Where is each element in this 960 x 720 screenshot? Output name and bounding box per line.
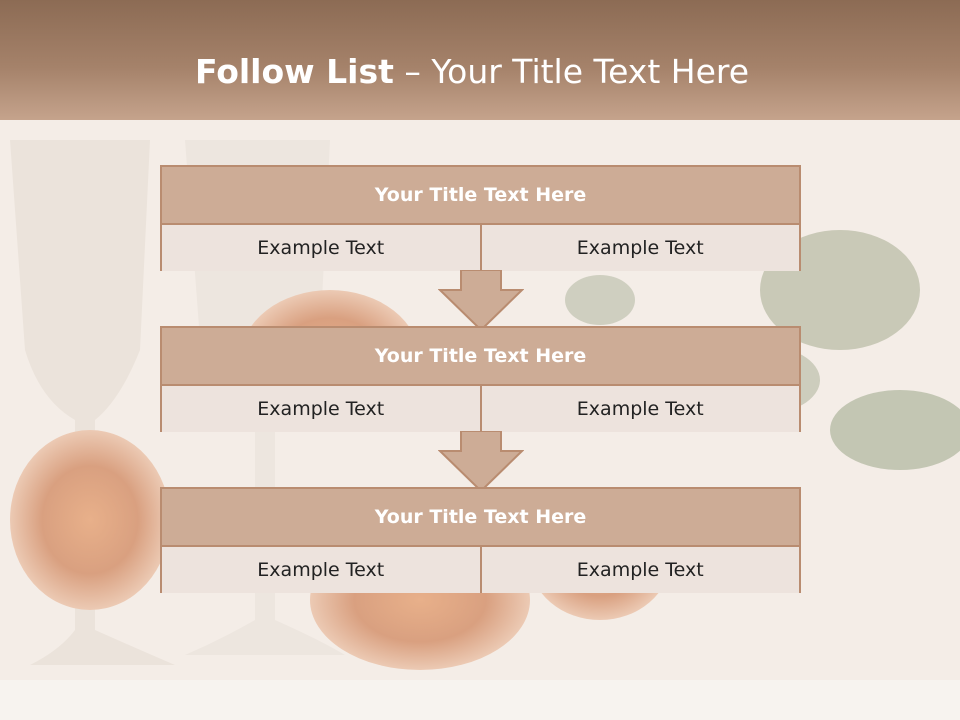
leaf	[565, 275, 635, 325]
list-block-3: Your Title Text Here Example Text Exampl…	[160, 487, 801, 593]
block-row: Example Text Example Text	[162, 547, 799, 593]
rose	[10, 430, 170, 610]
block-title: Your Title Text Here	[162, 489, 799, 547]
slide-title-rest: – Your Title Text Here	[393, 52, 750, 91]
down-arrow-icon	[438, 270, 524, 332]
leaf	[830, 390, 960, 470]
slide-title-bold: Follow List	[194, 52, 394, 91]
slide-title: Follow List – Your Title Text Here	[0, 52, 944, 91]
block-cell-right: Example Text	[479, 547, 799, 593]
block-cell-right: Example Text	[479, 386, 799, 432]
block-title: Your Title Text Here	[162, 167, 799, 225]
list-block-1: Your Title Text Here Example Text Exampl…	[160, 165, 801, 271]
list-block-2: Your Title Text Here Example Text Exampl…	[160, 326, 801, 432]
block-cell-left: Example Text	[162, 547, 480, 593]
block-row: Example Text Example Text	[162, 386, 799, 432]
block-cell-left: Example Text	[162, 225, 480, 271]
block-cell-left: Example Text	[162, 386, 480, 432]
glass-left	[10, 140, 175, 665]
block-title: Your Title Text Here	[162, 328, 799, 386]
down-arrow-icon	[438, 431, 524, 493]
block-row: Example Text Example Text	[162, 225, 799, 271]
block-cell-right: Example Text	[479, 225, 799, 271]
